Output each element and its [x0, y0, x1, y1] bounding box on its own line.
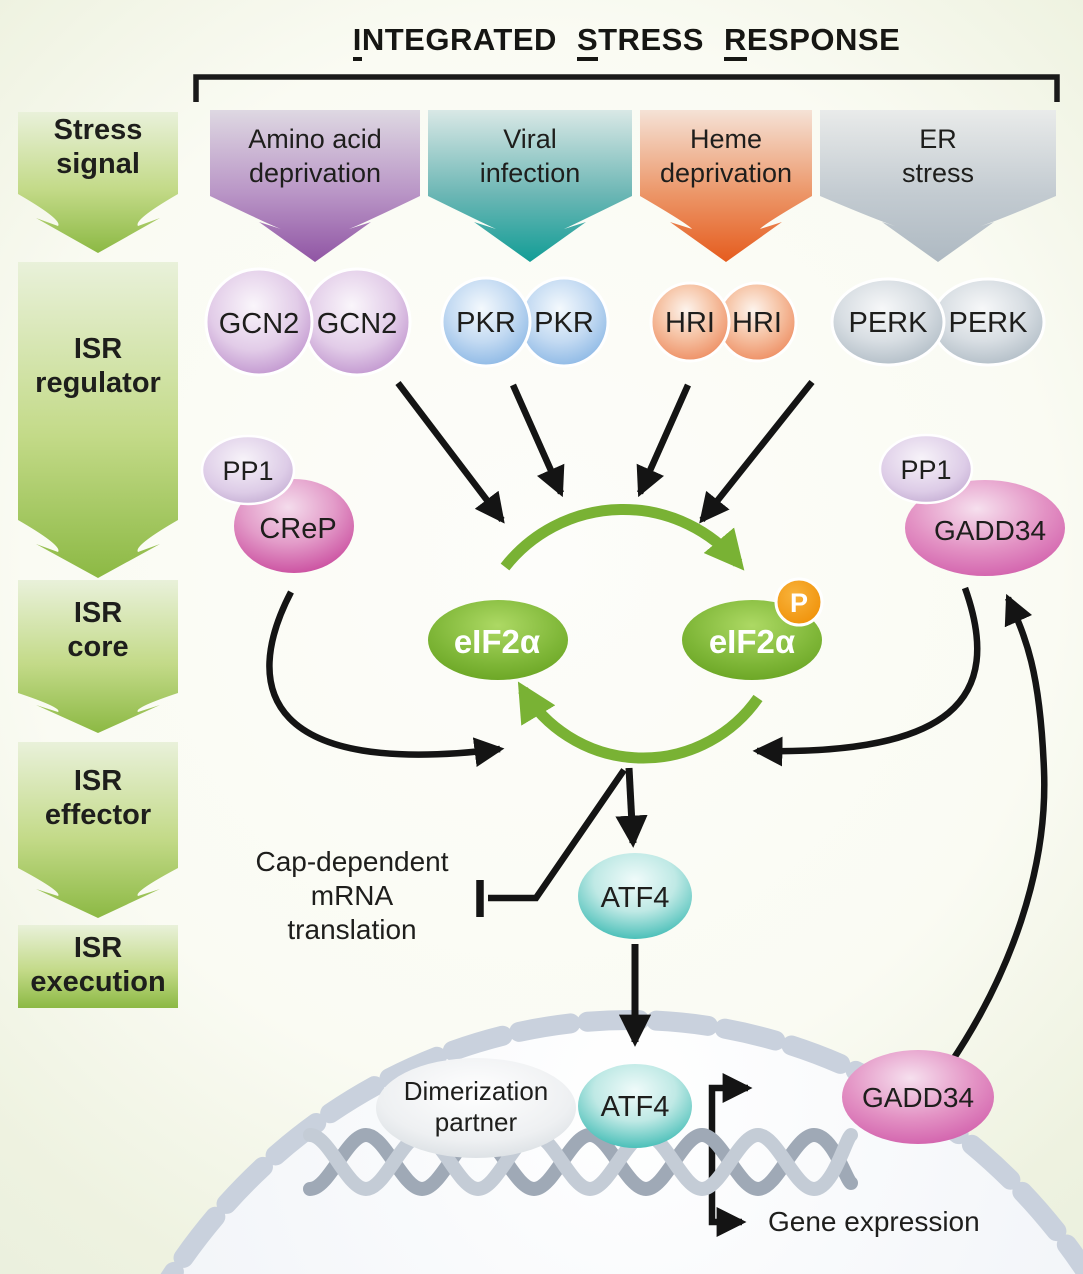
transcription-site: Dimerization partner ATF4 GADD34 Gene ex… [303, 1050, 994, 1237]
stage-label: regulator [35, 367, 161, 399]
perk-subunit [830, 277, 946, 367]
cap-text-line: mRNA [311, 880, 394, 911]
pkr-subunit [440, 276, 532, 368]
stressor-arrow-heme [640, 110, 812, 262]
hri-subunit [649, 281, 731, 363]
title-bracket [193, 74, 1060, 102]
dimerization-partner-label: Dimerization [404, 1076, 549, 1106]
pp1-ellipse [200, 434, 296, 506]
stressor-label: deprivation [249, 158, 381, 188]
kinase-label: GCN2 [219, 308, 300, 340]
stage-arrow-isr-regulator [18, 262, 178, 578]
cycle-to-atf4-arrow [615, 767, 648, 848]
stage-label: execution [30, 966, 165, 998]
pp1-ellipse [878, 433, 974, 505]
stage-box-isr-execution [18, 925, 178, 1008]
title-word: RESPONSE [723, 22, 900, 61]
perk-dimer: PERK PERK [830, 277, 1046, 367]
dimerization-partner-ellipse [376, 1058, 576, 1158]
stressor-label: Viral [503, 124, 557, 154]
cap-inhibition-line [488, 768, 627, 902]
dna-strand [303, 1127, 858, 1197]
gcn2-subunit [204, 267, 314, 377]
gadd34-feedback-arrow [947, 593, 1048, 1066]
kinase-label: PERK [849, 307, 929, 339]
dimerization-partner-label: partner [435, 1107, 518, 1137]
kinase-label: HRI [732, 307, 782, 339]
stage-label: effector [45, 799, 151, 831]
gadd34-complex-ellipse [905, 480, 1065, 576]
stressor-label: Amino acid [248, 124, 382, 154]
crep-complex-arrow [266, 590, 505, 767]
stressor-label: Heme [690, 124, 762, 154]
eif2a-cycle: eIF2α eIF2α P [428, 503, 824, 764]
kinase-label: GCN2 [317, 308, 398, 340]
atf4-nuclear-ellipse [578, 1064, 692, 1148]
hri-arrow [636, 383, 691, 498]
dna-helix [303, 1127, 858, 1197]
kinase-label: PKR [534, 307, 594, 339]
cap-text-line: translation [287, 914, 416, 945]
stage-arrow-isr-effector [18, 742, 178, 918]
eif2a-ellipse [428, 600, 568, 680]
kinase-arrows [395, 379, 815, 524]
gadd34-nuclear-label: GADD34 [862, 1082, 974, 1113]
stressor-label: deprivation [660, 158, 792, 188]
pkr-arrow [510, 383, 565, 498]
stage-label: ISR [74, 932, 122, 964]
stressor-columns: Amino acid deprivation Viral infection H… [210, 110, 1056, 262]
gadd34-complex-arrow [752, 586, 981, 767]
atf4-nuclear-label: ATF4 [601, 1091, 670, 1123]
sidebar-stages: Stress signal ISR regulator ISR core ISR… [18, 112, 178, 1008]
pkr-dimer: PKR PKR [440, 276, 610, 368]
gadd34-complex-label: GADD34 [934, 515, 1046, 546]
stage-label: ISR [74, 333, 122, 365]
cap-text-line: Cap-dependent [255, 846, 448, 877]
gcn2-arrow [395, 381, 505, 524]
hri-dimer: HRI HRI [649, 281, 798, 363]
phospho-badge-label: P [790, 588, 808, 618]
kinase-dimers: GCN2 GCN2 PKR PKR HRI HRI PERK PERK [204, 267, 1046, 377]
stage-label: ISR [74, 597, 122, 629]
stage-label: core [67, 631, 128, 663]
crep-label: CReP [259, 513, 336, 545]
kinase-label: PERK [949, 307, 1029, 339]
gcn2-dimer: GCN2 GCN2 [204, 267, 412, 377]
stressor-arrow-er [820, 110, 1056, 262]
title-word: INTEGRATED [352, 22, 557, 61]
dephosphorylation-arc [517, 681, 763, 764]
cap-dependent-text: Cap-dependent mRNA translation [255, 846, 448, 945]
perk-arrow [699, 379, 815, 524]
stressor-arrow-viral [428, 110, 632, 262]
pp1-gadd34-complex: PP1 GADD34 [878, 433, 1065, 576]
title-word: STRESS [576, 22, 704, 61]
stage-arrow-isr-core [18, 580, 178, 733]
stage-label: ISR [74, 765, 122, 797]
pp1-label: PP1 [222, 456, 273, 486]
kinase-label: HRI [665, 307, 715, 339]
eif2a-label: eIF2α [454, 623, 540, 660]
eif2a-phospho-label: eIF2α [709, 623, 795, 660]
kinase-label: PKR [456, 307, 516, 339]
pp1-crep-complex: PP1 CReP [200, 434, 354, 573]
pp1-label: PP1 [900, 455, 951, 485]
stressor-label: ER [919, 124, 957, 154]
stressor-label: infection [480, 158, 581, 188]
stage-label: signal [56, 148, 140, 180]
stage-arrow-stress-signal [18, 112, 178, 253]
stressor-label: stress [902, 158, 974, 188]
stage-label: Stress [54, 114, 143, 146]
atf4-ellipse [578, 853, 692, 939]
phospho-badge [774, 577, 824, 627]
phosphorylation-arc [500, 503, 745, 571]
gene-expression-label: Gene expression [768, 1206, 980, 1237]
dna-strand [303, 1127, 858, 1197]
gadd34-nuclear-ellipse [842, 1050, 994, 1144]
atf4-label: ATF4 [601, 882, 670, 914]
stressor-arrow-amino-acid [210, 110, 420, 262]
figure-title: INTEGRATED STRESS RESPONSE [196, 22, 1057, 61]
atf4-cytoplasm: ATF4 [578, 853, 692, 939]
